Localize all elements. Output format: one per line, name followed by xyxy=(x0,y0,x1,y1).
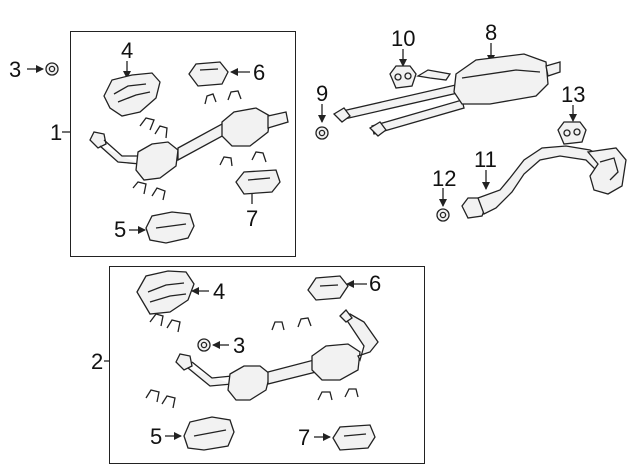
catalytic-converter-icon xyxy=(175,309,379,401)
callout-3: 3 xyxy=(233,333,246,358)
exhaust-clamp-icon xyxy=(132,90,359,409)
catalytic-converter-icon xyxy=(89,107,289,181)
callout-4: 4 xyxy=(121,38,134,63)
callout-7: 7 xyxy=(246,206,259,231)
nut-icon xyxy=(45,62,450,352)
callout-13: 13 xyxy=(561,82,586,107)
callout-5: 5 xyxy=(150,424,163,449)
assembly-2-box xyxy=(109,266,425,464)
callout-2: 2 xyxy=(91,349,104,374)
muffler-icon xyxy=(332,53,561,137)
callout-10: 10 xyxy=(391,26,416,51)
callout-1: 1 xyxy=(50,120,63,145)
callout-5: 5 xyxy=(114,217,127,242)
assembly-1-box xyxy=(70,31,296,257)
rubber-hanger-icon xyxy=(389,65,587,145)
callout-8: 8 xyxy=(485,20,498,45)
callout-6: 6 xyxy=(369,271,382,296)
callout-7: 7 xyxy=(298,425,311,450)
tail-pipe-icon xyxy=(461,145,627,219)
callout-11: 11 xyxy=(474,147,497,172)
callout-4: 4 xyxy=(213,279,226,304)
callout-6: 6 xyxy=(253,60,266,85)
callout-3: 3 xyxy=(9,57,22,82)
heat-shield-icon xyxy=(103,61,376,451)
callout-12: 12 xyxy=(432,166,457,191)
callout-9: 9 xyxy=(316,81,329,106)
